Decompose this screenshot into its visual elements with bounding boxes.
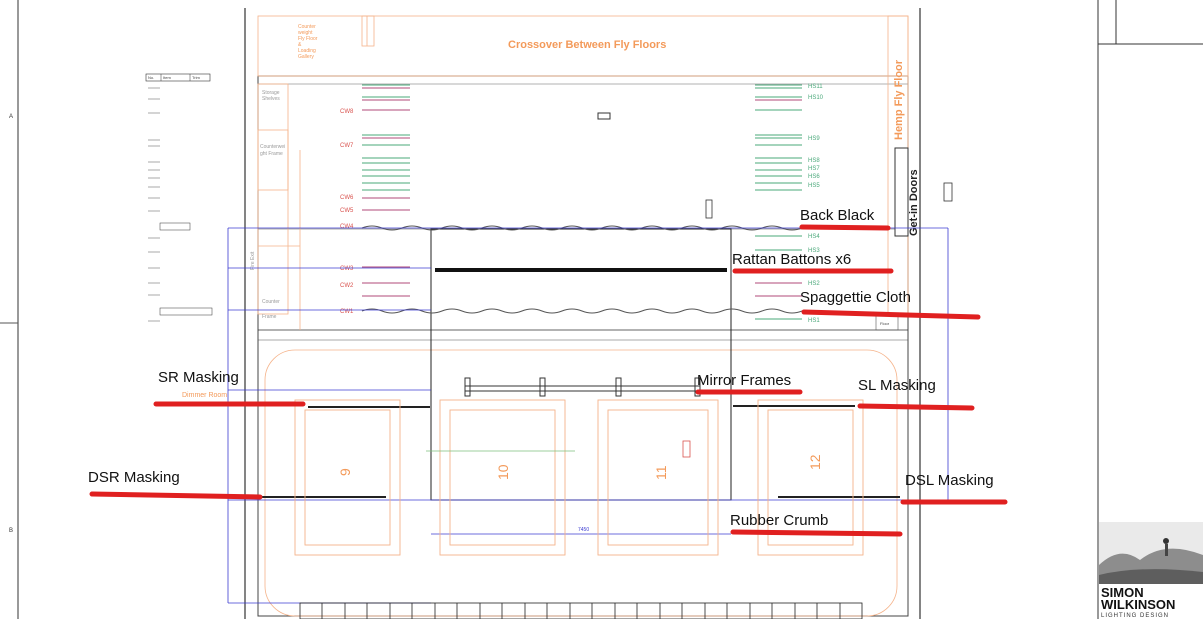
wagon-9: 9 xyxy=(337,468,353,476)
svg-text:Counter: Counter xyxy=(298,24,316,30)
legend-header-no: No. xyxy=(148,75,154,80)
annotation-rubber-crumb: Rubber Crumb xyxy=(730,512,829,529)
annotation-mirror-frames: Mirror Frames xyxy=(697,372,792,389)
svg-text:HS10: HS10 xyxy=(808,95,824,101)
legend-header-item: Item xyxy=(163,75,171,80)
annotation-sl-masking: SL Masking xyxy=(858,377,936,394)
get-in-doors-box xyxy=(894,147,909,237)
svg-text:CW4: CW4 xyxy=(340,224,354,230)
masking-lines xyxy=(262,405,900,498)
wagons xyxy=(294,399,864,556)
svg-text:CW6: CW6 xyxy=(340,195,354,201)
hemp-fly-floor-label: Hemp Fly Floor xyxy=(893,59,905,140)
svg-text:Gallery: Gallery xyxy=(298,54,314,60)
fire-exit-label: Fire Exit xyxy=(250,251,256,270)
svg-text:HS5: HS5 xyxy=(808,183,820,189)
svg-text:CW3: CW3 xyxy=(340,266,354,272)
svg-text:HS1: HS1 xyxy=(808,318,820,324)
row-label-a: A xyxy=(9,114,13,120)
get-in-doors-label: Get-in Doors xyxy=(908,169,920,236)
wagon-11: 11 xyxy=(653,465,669,480)
svg-text:HS7: HS7 xyxy=(808,166,820,172)
dimension-lines xyxy=(227,227,949,604)
counterweight-bars xyxy=(362,84,410,297)
annotation-dsr-masking: DSR Masking xyxy=(88,469,180,486)
crossover-label: Crossover Between Fly Floors xyxy=(508,39,666,51)
svg-text:HS3: HS3 xyxy=(808,248,820,254)
dimmer-room-label: Dimmer Room xyxy=(182,392,227,399)
svg-text:CW7: CW7 xyxy=(340,143,354,149)
svg-text:HS2: HS2 xyxy=(808,281,820,287)
counter-frame-label-1: Counter xyxy=(262,299,280,305)
svg-text:CW2: CW2 xyxy=(340,283,354,289)
svg-text:&: & xyxy=(298,42,302,48)
annotation-rattan-battons: Rattan Battons x6 xyxy=(732,251,852,268)
storage-label-1: Storage xyxy=(262,90,280,96)
counterweight-note: Counter weight Fly Floor & Loading Galle… xyxy=(298,24,318,60)
cw-frame-label-2: ght Frame xyxy=(260,151,283,157)
floor-label: Floor xyxy=(880,321,890,326)
row-label-b: B xyxy=(9,528,13,534)
svg-text:HS8: HS8 xyxy=(808,158,820,164)
svg-text:HS6: HS6 xyxy=(808,174,820,180)
svg-text:CW1: CW1 xyxy=(340,309,354,315)
svg-text:HS11: HS11 xyxy=(808,84,823,90)
annotation-back-black: Back Black xyxy=(800,207,875,224)
annotation-spaggettie-cloth: Spaggettie Cloth xyxy=(800,289,911,306)
mirror-frames-truss xyxy=(464,377,701,397)
svg-text:CW8: CW8 xyxy=(340,109,354,115)
cw-frame-label-1: Counterwei xyxy=(260,144,285,150)
annotation-dsl-masking: DSL Masking xyxy=(905,472,994,489)
logo-wilkinson: WILKINSON xyxy=(1101,597,1175,612)
legend-header-trim: Trim xyxy=(192,75,201,80)
wagon-12: 12 xyxy=(807,454,823,470)
spaggettie-cloth-line xyxy=(361,308,803,314)
cw-labels: CW8 CW7 CW6 CW5 CW4 CW3 CW2 CW1 xyxy=(340,109,354,315)
svg-text:Fly Floor: Fly Floor xyxy=(298,36,318,42)
logo-simon: SIMON xyxy=(1101,585,1144,600)
logo-lighting-design: LIGHTING DESIGN xyxy=(1101,613,1169,619)
logo: SIMON WILKINSON LIGHTING DESIGN xyxy=(1099,522,1203,619)
svg-text:weight: weight xyxy=(298,30,313,36)
storage-label-2: Shelves xyxy=(262,96,280,102)
hs-labels: HS11 HS10 HS9 HS8 HS7 HS6 HS5 HS4 HS3 HS… xyxy=(808,84,824,324)
annotation-underlines xyxy=(89,224,1008,537)
svg-text:HS9: HS9 xyxy=(808,136,820,142)
legend-table: No. Item Trim xyxy=(145,73,213,322)
annotation-sr-masking: SR Masking xyxy=(158,369,239,386)
orange-structure xyxy=(257,15,909,617)
hemp-bars xyxy=(755,84,802,320)
svg-text:CW5: CW5 xyxy=(340,208,354,214)
svg-text:HS4: HS4 xyxy=(808,234,820,240)
seating-rows xyxy=(299,602,863,619)
width-dimension: 7450 xyxy=(578,527,589,533)
svg-text:Loading: Loading xyxy=(298,48,316,54)
wagon-10: 10 xyxy=(495,464,511,480)
counter-frame-label-2: Frame xyxy=(262,314,277,320)
